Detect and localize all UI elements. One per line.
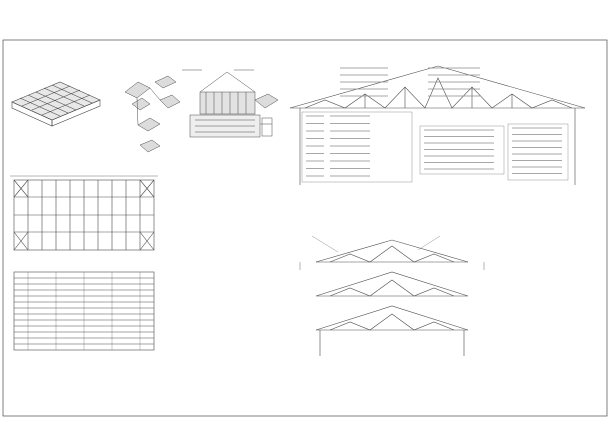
axonometric-view	[11, 81, 101, 127]
truss-elevations	[299, 239, 485, 356]
plan-bottom	[13, 271, 155, 351]
section-view	[289, 65, 586, 185]
plan-top	[10, 175, 158, 251]
exploded-detail	[124, 71, 279, 153]
